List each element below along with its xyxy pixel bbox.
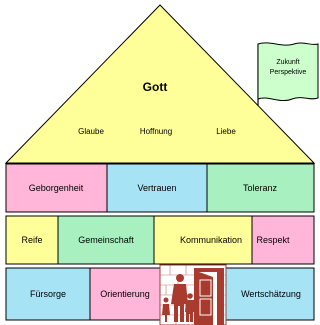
cell-kommunikation [153,215,253,265]
flag-text-line2: Perspektive [270,69,307,76]
family-door-image [159,264,227,325]
cell-label-kommunikation: Kommunikation [180,235,242,245]
cell-label-vertrauen: Vertrauen [137,183,176,193]
cell-geborgenheit [5,163,108,213]
cell-label-gemeinschaft: Gemeinschaft [78,235,134,245]
cell-label-wertschaetzung: Wertschätzung [241,289,301,299]
roof-title: Gott [143,80,168,94]
cell-respekt [251,215,315,265]
cell-label-fuersorge: Fürsorge [30,289,66,299]
roof-value-hoffnung: Hoffnung [140,127,172,136]
flag-text-line1: Zukunft [276,59,299,66]
roof-value-liebe: Liebe [216,127,236,136]
roof [4,4,316,164]
cell-label-toleranz: Toleranz [243,183,278,193]
cell-label-reife: Reife [21,235,42,245]
cell-label-geborgenheit: Geborgenheit [29,183,84,193]
cell-wertschaetzung [225,267,315,321]
cell-reife [5,215,59,265]
roof-value-glaube: Glaube [78,127,104,136]
cell-orientierung [89,267,161,321]
cell-label-orientierung: Orientierung [100,289,150,299]
cell-gemeinschaft [57,215,155,265]
flag [257,42,319,102]
cell-label-respekt: Respekt [256,235,290,245]
cell-fuersorge [5,267,91,321]
cell-toleranz [206,163,315,213]
